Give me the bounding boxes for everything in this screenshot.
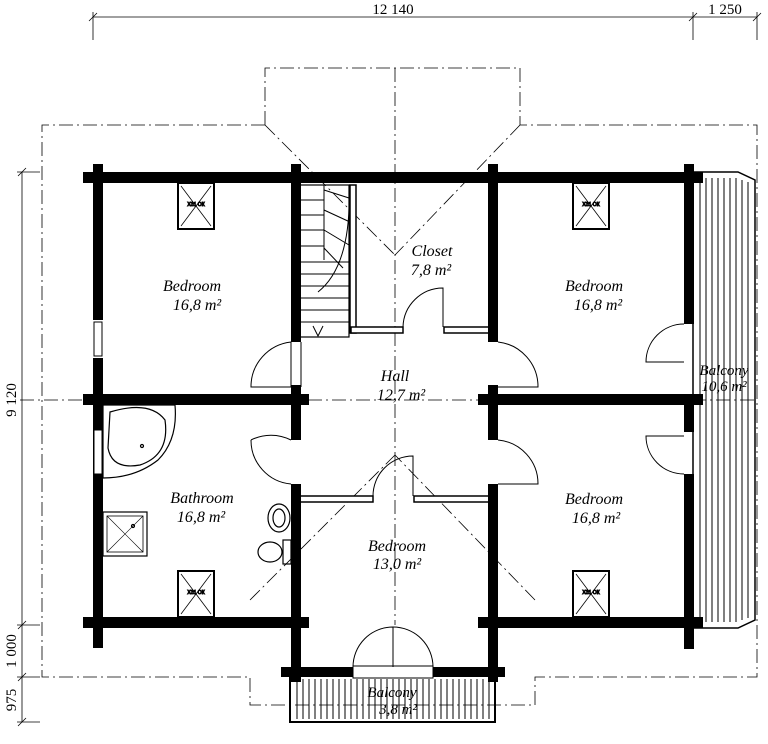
window-box-ne: ХЗ1 ОК <box>572 182 610 230</box>
window-box-sw: ХЗ1 ОК <box>177 570 215 618</box>
room-area-hall: 12,7 m² <box>377 387 427 404</box>
room-area-bathroom: 16,8 m² <box>177 509 227 526</box>
balcony-south <box>289 675 496 723</box>
dim-top-main: 12 140 <box>372 2 413 18</box>
room-name-balcony-south: Balcony <box>367 685 416 701</box>
stair-railing <box>349 184 357 334</box>
room-area-bedroom-nw: 16,8 m² <box>173 297 223 314</box>
shower-tray <box>102 511 148 557</box>
window-box-nw: ХЗ1 ОК <box>177 182 215 230</box>
partition-walls <box>298 326 491 503</box>
room-area-closet: 7,8 m² <box>411 262 453 279</box>
room-name-bedroom-ne: Bedroom <box>565 278 623 295</box>
bathtub <box>102 404 176 479</box>
dimension-lines <box>17 12 762 727</box>
room-name-bathroom: Bathroom <box>170 490 233 507</box>
window-tag-ne: ХЗ1 ОК <box>582 202 599 208</box>
room-area-balcony-south: 3,8 m² <box>378 702 417 718</box>
room-area-bedroom-se: 16,8 m² <box>572 510 622 527</box>
room-area-bedroom-ne: 16,8 m² <box>574 297 624 314</box>
toilet <box>257 539 292 565</box>
room-name-bedroom-s: Bedroom <box>368 538 426 555</box>
room-name-hall: Hall <box>380 368 410 385</box>
room-name-balcony-east: Balcony <box>699 363 748 379</box>
door-swings <box>250 287 685 668</box>
dim-top-extra: 1 250 <box>708 2 742 18</box>
window-tag-nw: ХЗ1 ОК <box>187 202 204 208</box>
room-area-bedroom-s: 13,0 m² <box>373 556 423 573</box>
staircase <box>298 184 351 338</box>
sink <box>267 503 291 533</box>
room-name-bedroom-nw: Bedroom <box>163 278 221 295</box>
room-labels: Bedroom 16,8 m² Closet 7,8 m² Bedroom 16… <box>163 243 749 718</box>
walls <box>83 164 703 682</box>
window-box-se: ХЗ1 ОК <box>572 570 610 618</box>
window-tag-sw: ХЗ1 ОК <box>187 590 204 596</box>
window-openings <box>93 321 434 679</box>
room-name-bedroom-se: Bedroom <box>565 491 623 508</box>
window-tag-se: ХЗ1 ОК <box>582 590 599 596</box>
room-area-balcony-east: 10,6 m² <box>701 379 747 395</box>
dim-left-mid: 1 000 <box>4 634 20 668</box>
dim-left-main: 9 120 <box>4 383 20 417</box>
room-name-closet: Closet <box>412 243 453 260</box>
dim-left-bottom: 975 <box>4 689 20 712</box>
